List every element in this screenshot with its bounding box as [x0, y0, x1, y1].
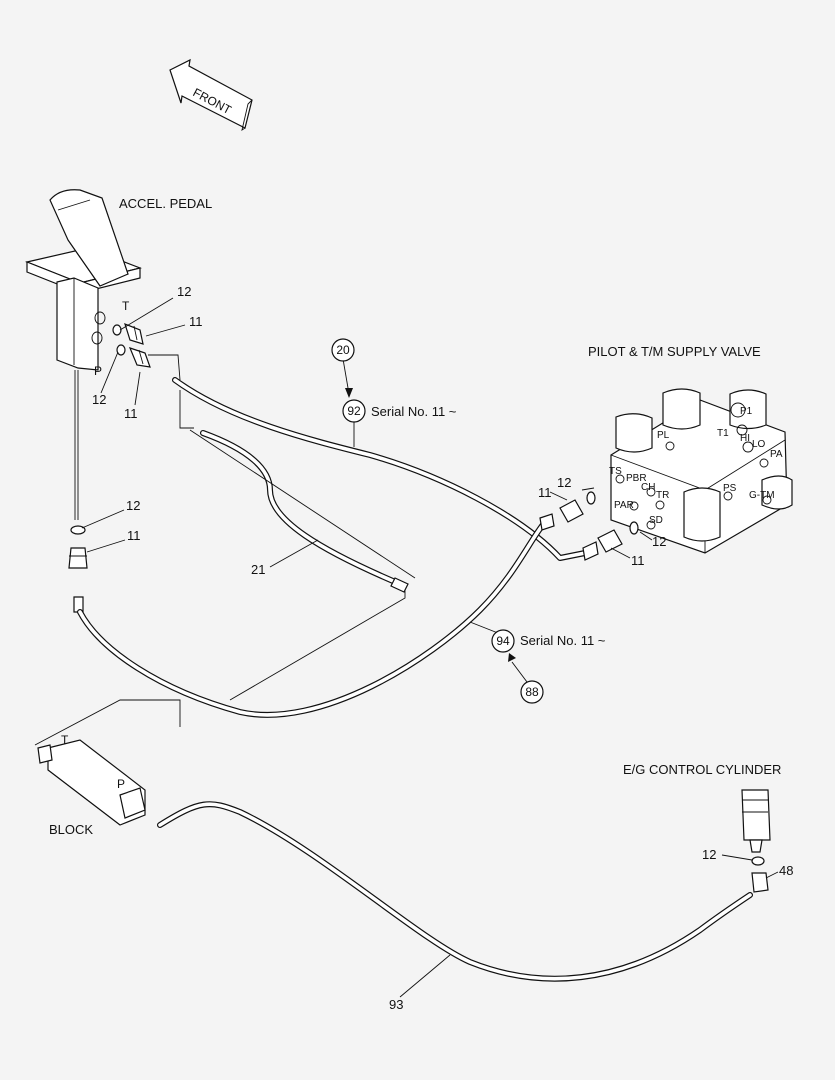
- valve-port-pl: PL: [657, 430, 670, 441]
- eg-control-cylinder: E/G CONTROL CYLINDER: [623, 762, 781, 893]
- valve-port-pa: PA: [770, 449, 783, 460]
- callout-94: 94: [496, 634, 510, 648]
- accel-pedal: ACCEL. PEDAL T P: [24, 189, 212, 378]
- callout-88: 88: [525, 685, 539, 699]
- callout-12-a: 12: [177, 284, 191, 299]
- callout-92: 92: [347, 404, 361, 418]
- valve-port-lo: LO: [752, 439, 766, 450]
- valve-fittings: [539, 491, 639, 561]
- valve-port-ch: CH: [641, 482, 655, 493]
- callout-12-f: 12: [702, 847, 716, 862]
- block-label: BLOCK: [49, 822, 93, 837]
- callout-93: 93: [389, 997, 403, 1012]
- callout-12-b: 12: [92, 392, 106, 407]
- callout-11-b: 11: [124, 406, 138, 421]
- pilot-tm-supply-valve: PILOT & T/M SUPPLY VALVE P1 T1 HI LO PL …: [588, 344, 793, 554]
- block-port-p-label: P: [117, 777, 125, 791]
- valve-port-ts: TS: [609, 466, 622, 477]
- pedal-fittings: [112, 322, 194, 429]
- valve-port-t1: T1: [717, 428, 729, 439]
- hose-93: [157, 801, 753, 982]
- pilot-valve-label: PILOT & T/M SUPPLY VALVE: [588, 344, 761, 359]
- hose-94: [77, 519, 548, 718]
- hose-92: [172, 377, 593, 561]
- valve-port-hi: HI: [740, 433, 750, 444]
- callout-48: 48: [779, 863, 793, 878]
- eg-cylinder-label: E/G CONTROL CYLINDER: [623, 762, 781, 777]
- valve-port-par: PAR: [614, 500, 634, 511]
- callout-11-d: 11: [538, 485, 552, 500]
- valve-port-p1: P1: [740, 406, 753, 417]
- callout-12-e: 12: [652, 534, 666, 549]
- valve-port-tr: TR: [656, 490, 669, 501]
- valve-port-pbr: PBR: [626, 473, 647, 484]
- serial-note-92: Serial No. 11 ~: [371, 404, 457, 419]
- callouts: 12 11 12 11 12 11 21 12 11 12 11 12 48 9…: [92, 284, 793, 1012]
- serial-note-94: Serial No. 11 ~: [520, 633, 606, 648]
- accel-pedal-label: ACCEL. PEDAL: [119, 196, 212, 211]
- valve-port-ps: PS: [723, 483, 737, 494]
- lower-fitting: [68, 525, 88, 613]
- block: T P BLOCK: [37, 733, 146, 837]
- valve-port-sd: SD: [649, 515, 663, 526]
- pedal-port-t-label: T: [122, 299, 130, 313]
- callout-12-d: 12: [557, 475, 571, 490]
- callout-12-c: 12: [126, 498, 140, 513]
- valve-port-gtm: G-TM: [749, 490, 775, 501]
- callout-11-e: 11: [631, 553, 645, 568]
- pedal-port-p-label: P: [94, 364, 102, 378]
- callout-11-c: 11: [127, 528, 141, 543]
- hose-21: [200, 430, 409, 593]
- front-arrow: FRONT: [169, 58, 253, 132]
- callout-11-a: 11: [189, 314, 203, 329]
- callout-21: 21: [251, 562, 265, 577]
- callout-20: 20: [336, 343, 350, 357]
- block-port-t-label: T: [61, 733, 69, 747]
